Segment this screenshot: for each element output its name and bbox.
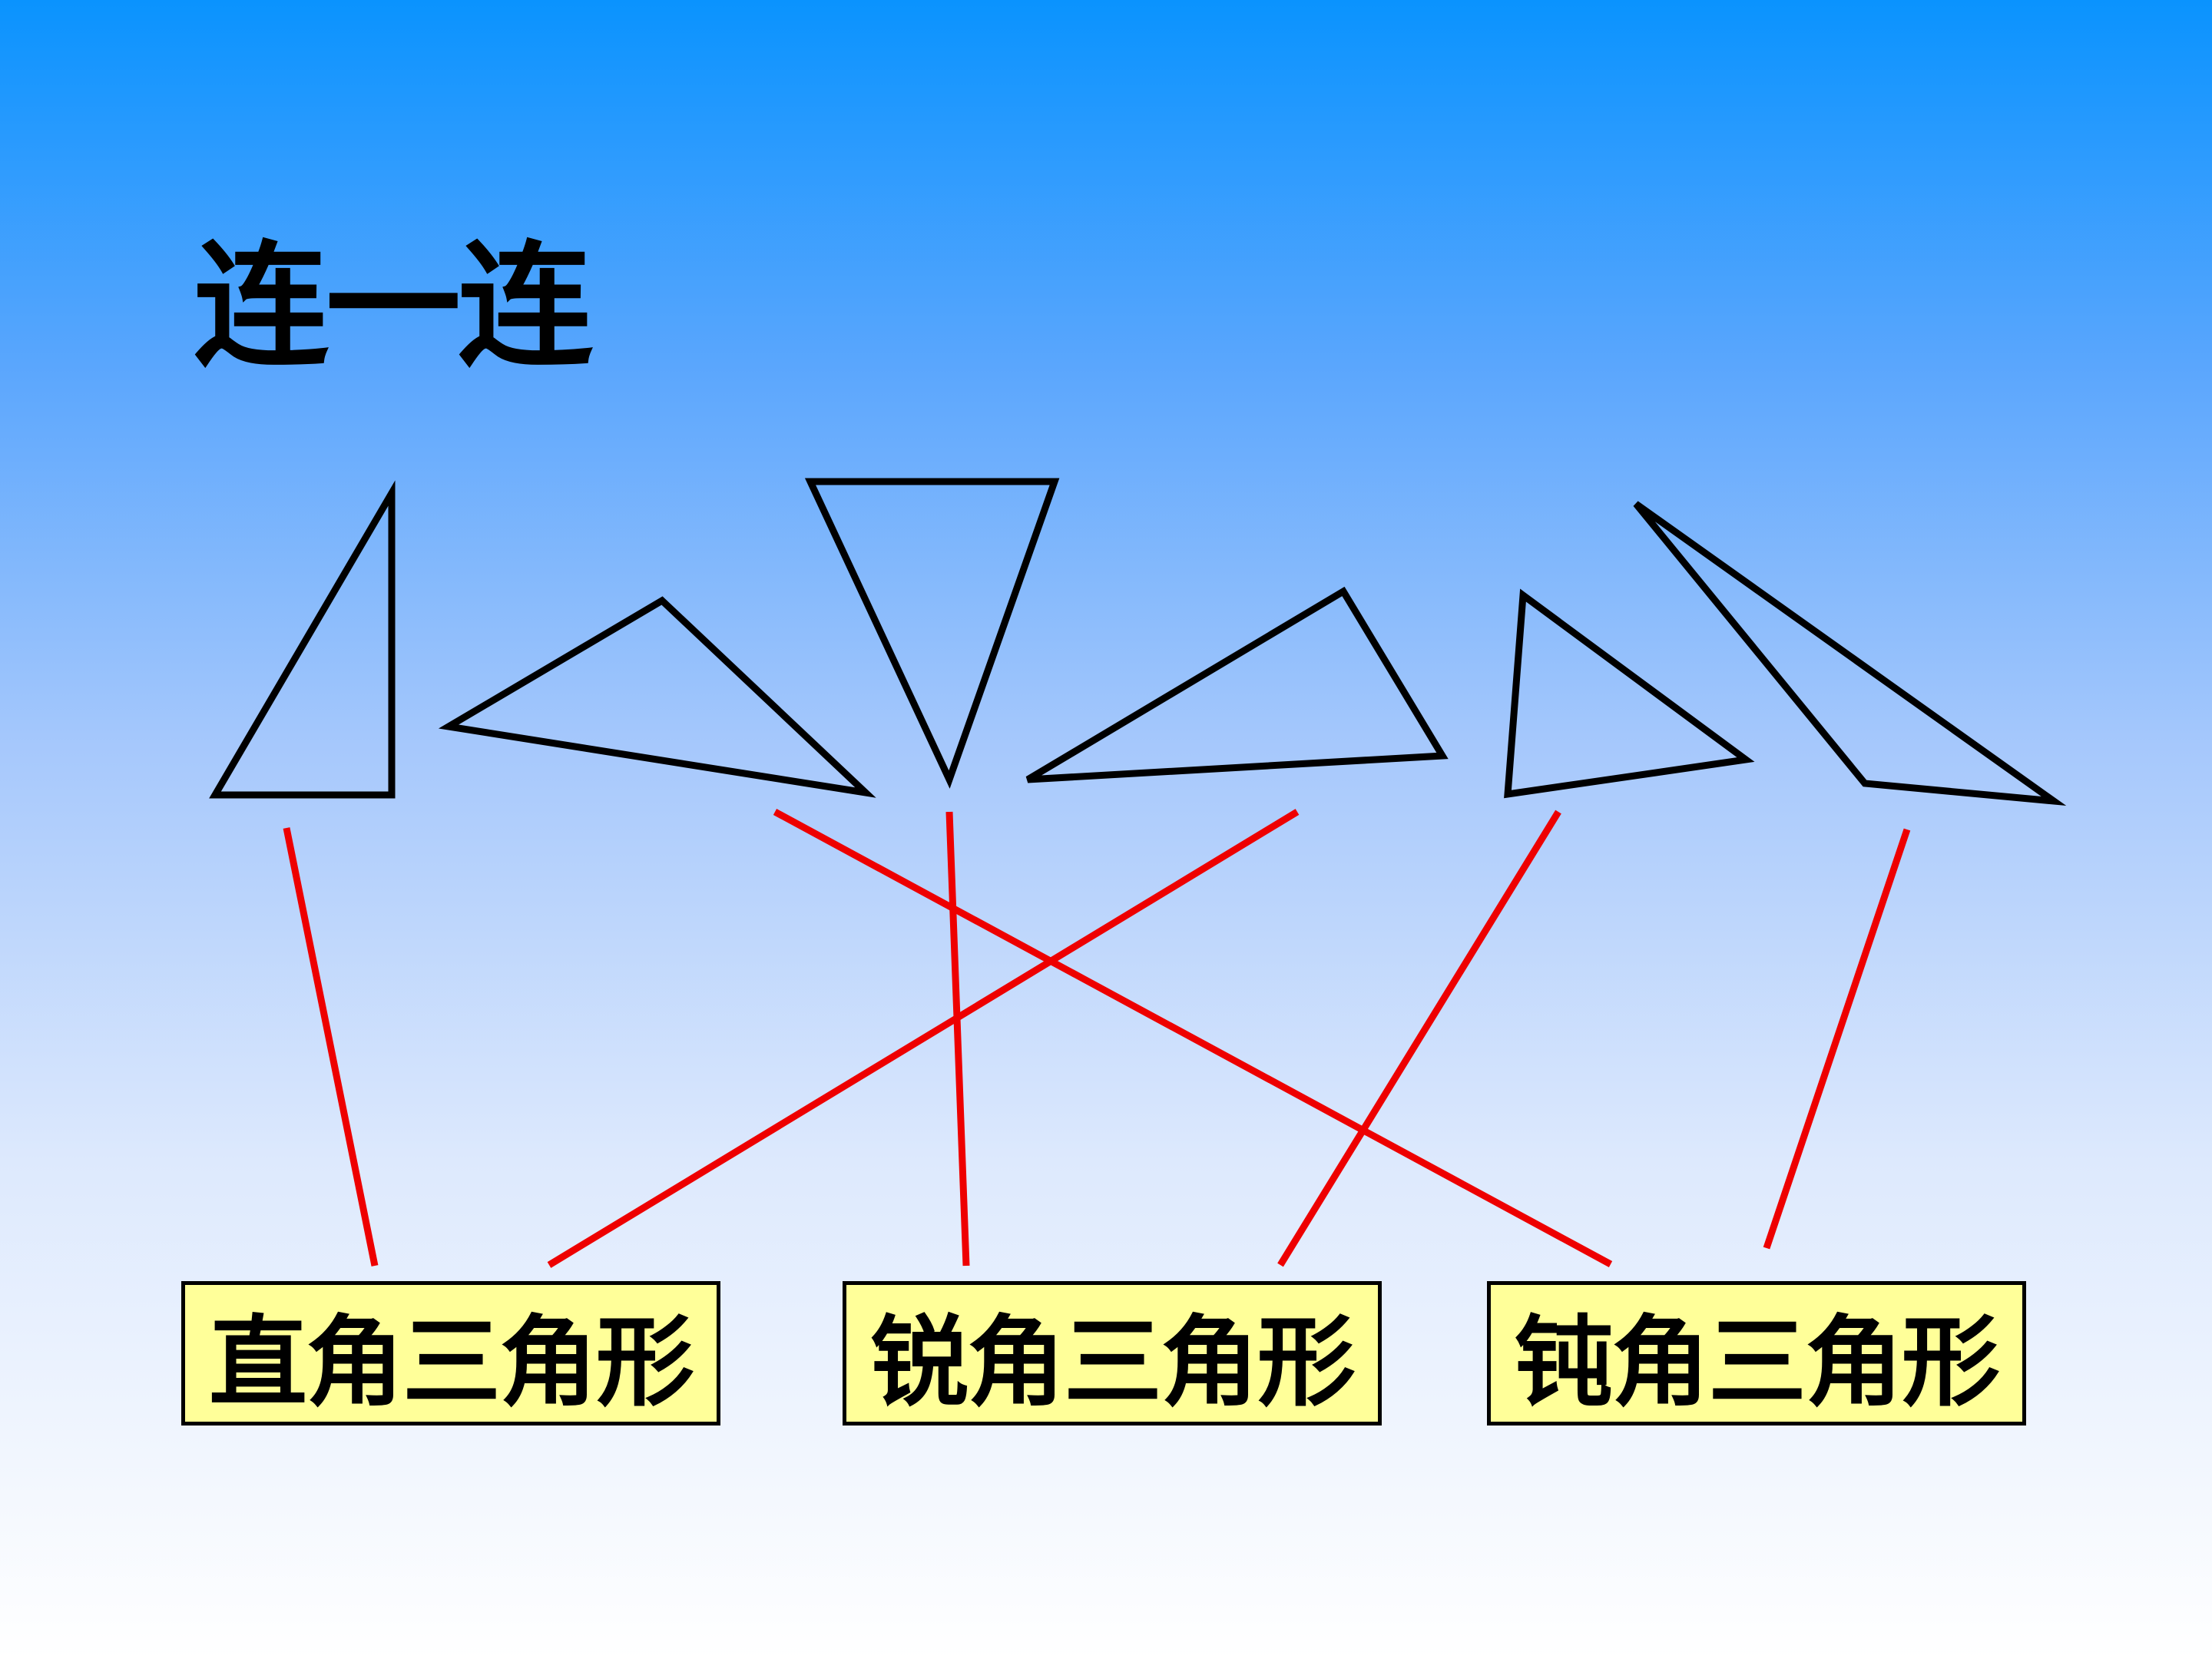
page-title: 连一连: [194, 228, 593, 386]
triangle-2-obtuse[interactable]: [438, 596, 876, 798]
connector-line-4: [547, 809, 1300, 1268]
label-obtuse-triangle[interactable]: 钝角三角形: [1487, 1281, 2026, 1426]
triangle-4-right[interactable]: [1025, 586, 1449, 783]
triangle-1-right[interactable]: [209, 480, 396, 799]
triangle-3-acute[interactable]: [804, 478, 1060, 789]
connector-line-2: [773, 809, 1613, 1267]
triangle-5-acute[interactable]: [1504, 588, 1755, 799]
connector-line-6: [1763, 828, 1911, 1250]
label-acute-triangle[interactable]: 锐角三角形: [843, 1281, 1382, 1426]
label-right-triangle[interactable]: 直角三角形: [181, 1281, 720, 1426]
connector-line-1: [283, 827, 379, 1267]
connector-line-3: [945, 811, 970, 1267]
connector-line-5: [1277, 810, 1561, 1267]
triangle-6-obtuse[interactable]: [1633, 501, 2067, 806]
